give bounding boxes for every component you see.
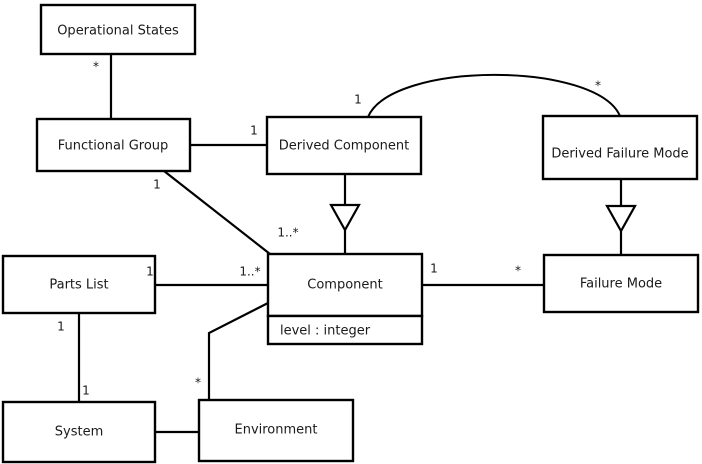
generalization-arrowhead-derived-failure-mode-failure-mode xyxy=(605,204,637,234)
class-box-functional-group[interactable]: Functional Group xyxy=(35,117,192,173)
multiplicity-parts-list-component-target: 1..* xyxy=(239,265,260,279)
attribute-component-level: level : integer xyxy=(280,324,371,339)
class-box-operational-states[interactable]: Operational States xyxy=(39,3,197,56)
association-derived-component-derived-failure-mode[interactable] xyxy=(367,73,621,118)
class-name-operational-states: Operational States xyxy=(57,24,179,39)
multiplicity-parts-list-component-source: 1 xyxy=(146,265,154,279)
association-lines xyxy=(77,54,621,434)
class-name-derived-component: Derived Component xyxy=(279,139,410,154)
multiplicity-derived-failure-mode-arc-target: * xyxy=(595,79,601,93)
class-name-failure-mode: Failure Mode xyxy=(580,277,662,292)
multiplicity-functional-group-component-source: 1 xyxy=(153,178,161,192)
class-name-derived-failure-mode: Derived Failure Mode xyxy=(551,147,688,162)
class-box-environment[interactable]: Environment xyxy=(197,398,355,463)
multiplicity-functional-group-component-target: 1..* xyxy=(277,226,298,240)
class-box-parts-list[interactable]: Parts List xyxy=(1,254,157,315)
multiplicity-parts-list-system-target: 1 xyxy=(82,384,90,398)
multiplicity-component-failure-mode-source: 1 xyxy=(430,262,438,276)
class-name-functional-group: Functional Group xyxy=(58,139,169,154)
attribute-compartment-component xyxy=(266,314,424,346)
association-environment-component[interactable] xyxy=(207,302,269,400)
class-name-component: Component xyxy=(307,278,382,293)
class-box-derived-failure-mode[interactable]: Derived Failure Mode xyxy=(541,114,699,181)
multiplicity-parts-list-system-source: 1 xyxy=(57,320,65,334)
class-box-component[interactable]: Component level : integer xyxy=(266,252,424,346)
multiplicity-functional-group-derived-component: 1 xyxy=(250,124,258,138)
multiplicity-environment-component: * xyxy=(195,376,201,390)
multiplicity-derived-component-arc-source: 1 xyxy=(354,93,362,107)
association-functional-group-component[interactable] xyxy=(163,170,271,255)
class-boxes: Operational States Functional Group Deri… xyxy=(1,3,700,464)
class-name-system: System xyxy=(55,425,103,440)
class-box-failure-mode[interactable]: Failure Mode xyxy=(542,253,700,314)
class-name-environment: Environment xyxy=(234,423,317,438)
multiplicity-labels: * 1 1 1..* 1 * 1 1..* 1 1 1 * * xyxy=(57,60,601,398)
class-box-derived-component[interactable]: Derived Component xyxy=(265,115,423,176)
multiplicity-component-failure-mode-target: * xyxy=(515,264,521,278)
generalization-arrowhead-derived-component-component xyxy=(329,203,361,233)
class-box-system[interactable]: System xyxy=(1,400,157,464)
multiplicity-operational-states-functional-group: * xyxy=(93,60,99,74)
generalization-arrows xyxy=(329,174,637,255)
class-name-parts-list: Parts List xyxy=(49,278,108,293)
